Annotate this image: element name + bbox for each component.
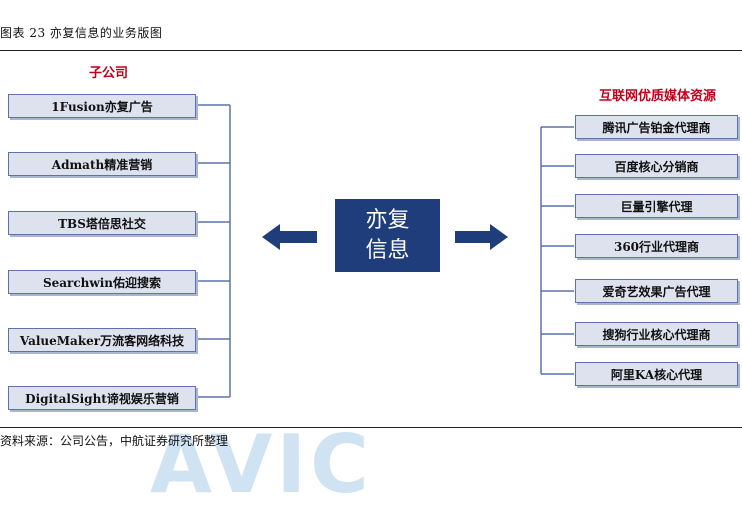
subsidiary-box: Admath精准营销 [8, 152, 196, 176]
subsidiary-box: ValueMaker万流客网络科技 [8, 328, 196, 352]
media-resources-title: 互联网优质媒体资源 [599, 89, 717, 104]
right-arrow-icon [455, 224, 508, 250]
source-note: 资料来源：公司公告，中航证券研究所整理 [0, 434, 229, 448]
center-company-label: 亦复信息 [365, 207, 410, 263]
subsidiary-box: 1Fusion亦复广告 [8, 94, 196, 118]
media-resource-box: 巨量引擎代理 [575, 194, 738, 218]
media-resource-box: 爱奇艺效果广告代理 [575, 279, 738, 303]
top-rule [0, 50, 742, 51]
media-resource-box: 百度核心分销商 [575, 154, 738, 178]
media-resource-box: 腾讯广告铂金代理商 [575, 115, 738, 139]
subsidiary-box: Searchwin佑迎搜索 [8, 270, 196, 294]
media-resource-box: 搜狗行业核心代理商 [575, 322, 738, 346]
connector-lines [197, 104, 574, 398]
figure-title: 图表 23 亦复信息的业务版图 [0, 26, 163, 40]
media-resource-box: 阿里KA核心代理 [575, 362, 738, 386]
subsidiary-box: DigitalSight谛视娱乐营销 [8, 386, 196, 410]
subsidiary-box: TBS塔倍思社交 [8, 211, 196, 235]
bottom-rule [0, 427, 742, 428]
subsidiaries-title: 子公司 [89, 66, 129, 81]
left-arrow-icon [262, 224, 317, 250]
media-resource-box: 360行业代理商 [575, 234, 738, 258]
center-company-box: 亦复信息 [335, 199, 440, 272]
